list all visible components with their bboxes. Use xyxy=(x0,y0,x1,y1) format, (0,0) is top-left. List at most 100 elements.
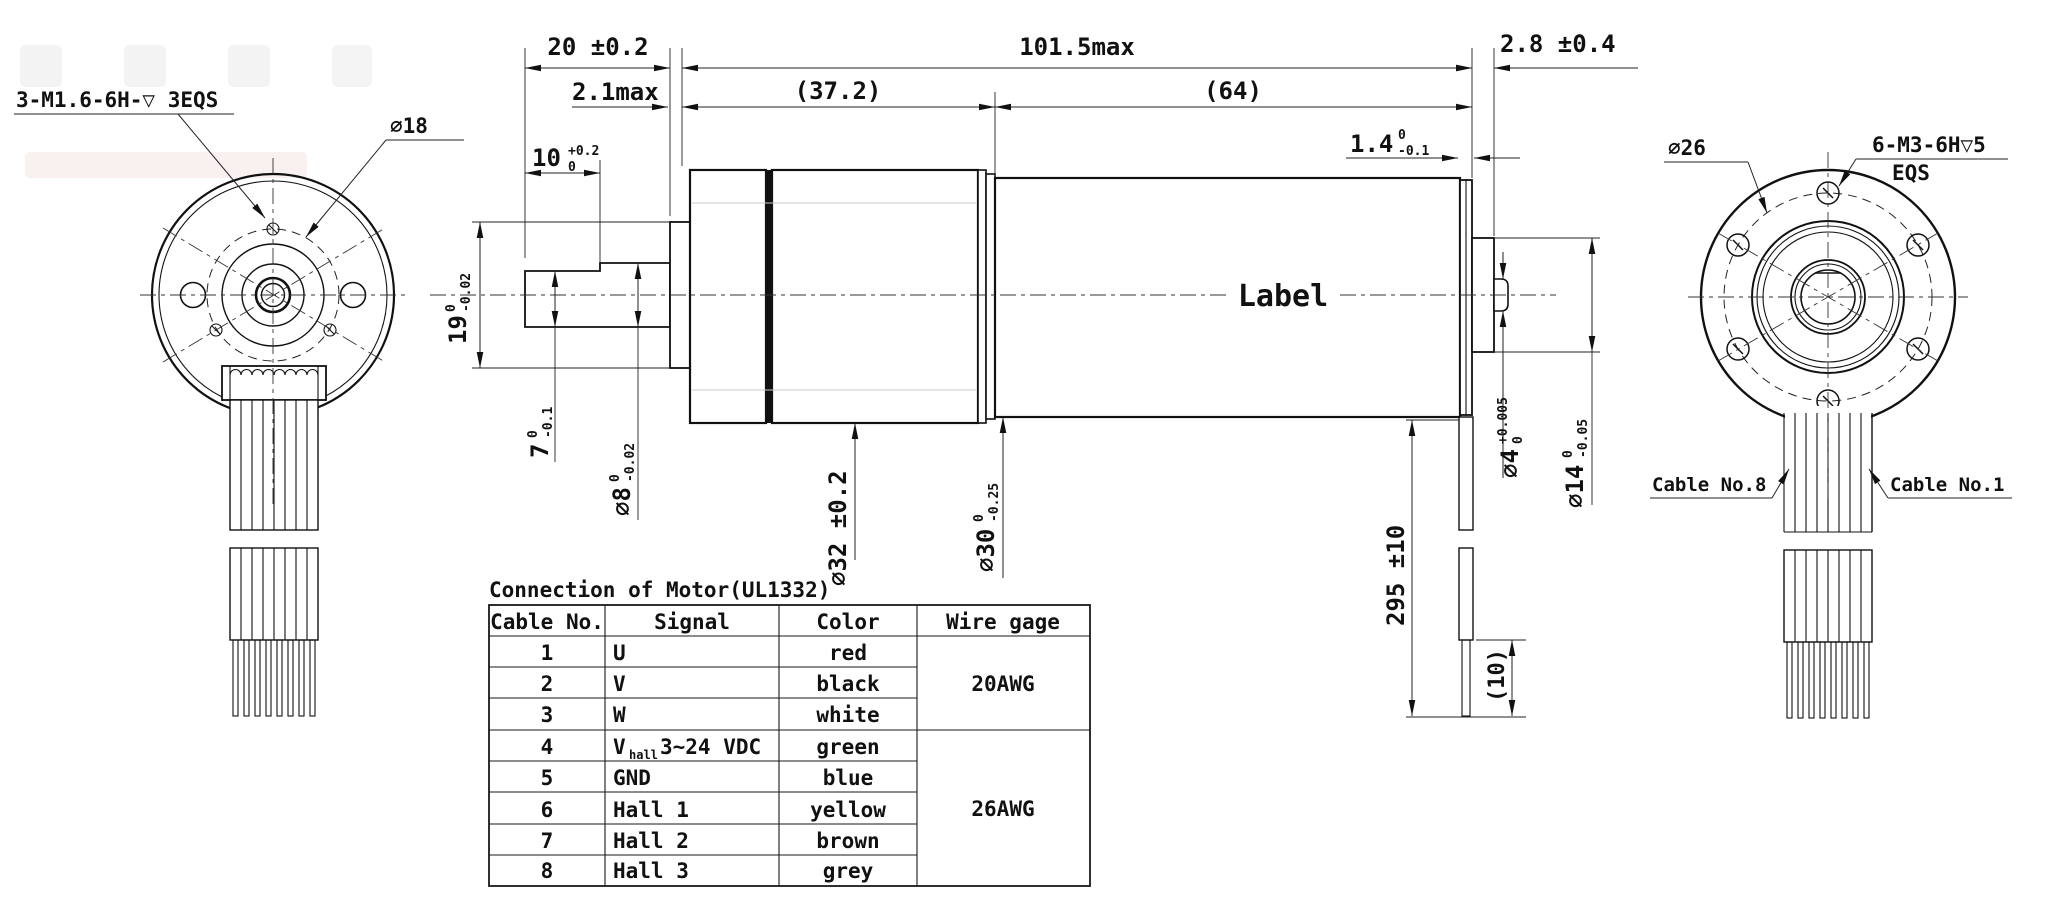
col-wire-gage: Wire gage xyxy=(946,610,1060,634)
svg-text:0: 0 xyxy=(1511,436,1526,444)
svg-text:-0.02: -0.02 xyxy=(459,273,474,312)
svg-text:black: black xyxy=(816,672,880,696)
vhall-sub: hall xyxy=(629,748,658,762)
svg-text:0: 0 xyxy=(1561,450,1576,458)
svg-text:4: 4 xyxy=(541,735,554,759)
svg-text:+0.005: +0.005 xyxy=(1496,397,1511,444)
vhall-main: V xyxy=(613,735,626,759)
svg-text:red: red xyxy=(829,641,867,665)
col-cable-no: Cable No. xyxy=(490,610,604,634)
dim-rear-boss-protrusion: 2.8 ±0.4 xyxy=(1500,30,1616,58)
svg-text:∅4: ∅4 xyxy=(1496,449,1524,478)
svg-text:(10): (10) xyxy=(1485,649,1510,702)
svg-text:0: 0 xyxy=(444,304,459,312)
dim-shaft-dia: ∅8 0 -0.02 xyxy=(608,443,638,516)
svg-text:1: 1 xyxy=(541,641,554,665)
thread-note-leader xyxy=(177,113,266,219)
svg-text:0: 0 xyxy=(972,514,987,522)
dim-motor-dia: ∅30 0 -0.25 xyxy=(972,483,1002,572)
svg-text:-0.05: -0.05 xyxy=(1576,419,1591,458)
svg-text:7: 7 xyxy=(526,444,554,458)
dim-motor-length: (64) xyxy=(1204,77,1262,105)
table-row: 5 GND blue xyxy=(541,766,874,790)
svg-text:∅14: ∅14 xyxy=(1561,465,1589,508)
table-row: 2 V black xyxy=(541,672,880,696)
dim-cable-length: 295 ±10 xyxy=(1382,525,1410,626)
gearbox-front-plate xyxy=(688,168,768,425)
dim-pilot-protrusion: 2.1max xyxy=(572,78,659,106)
bolt-circle-18 xyxy=(206,228,340,362)
table-title: Connection of Motor(UL1332) xyxy=(489,578,830,602)
dim-flat-length-tol-lower: 0 xyxy=(568,160,576,175)
dim-rear-cap: 1.4 xyxy=(1350,130,1393,158)
watermark xyxy=(20,45,372,178)
svg-text:7: 7 xyxy=(541,829,554,853)
svg-text:grey: grey xyxy=(823,859,874,883)
svg-text:Hall 3: Hall 3 xyxy=(613,859,689,883)
vhall-tail: 3~24 VDC xyxy=(660,735,761,759)
dim-rear-boss-dia: ∅14 0 -0.05 xyxy=(1561,419,1591,508)
svg-text:2: 2 xyxy=(541,672,554,696)
svg-text:blue: blue xyxy=(823,766,874,790)
svg-text:-0.1: -0.1 xyxy=(541,407,556,438)
dim-strip-length: (10) xyxy=(1485,649,1510,702)
svg-text:W: W xyxy=(613,703,626,727)
svg-text:0: 0 xyxy=(608,474,623,482)
right-end-view: ∅26 6-M3-6H▽5 EQS Cable No.8 Cable No.1 xyxy=(1650,133,2012,719)
col-color: Color xyxy=(816,610,879,634)
svg-text:yellow: yellow xyxy=(810,798,886,822)
svg-text:-0.02: -0.02 xyxy=(623,443,638,482)
right-centerlines xyxy=(1688,152,1968,500)
table-header-row: Cable No. Signal Color Wire gage xyxy=(490,610,1060,634)
cable-no8-label: Cable No.8 xyxy=(1652,474,1766,496)
table-row: 8 Hall 3 grey xyxy=(541,859,874,883)
left-bolt-circle-dia: ∅18 xyxy=(390,114,428,138)
svg-text:5: 5 xyxy=(541,766,554,790)
left-cable-bundle xyxy=(221,365,327,717)
svg-text:brown: brown xyxy=(816,829,879,853)
dim-flat-length-tol-upper: +0.2 xyxy=(568,144,599,159)
right-bolt-circle-dia: ∅26 xyxy=(1668,136,1706,160)
svg-text:6: 6 xyxy=(541,798,554,822)
dimensions: 20 ±0.2 101.5max 2.8 ±0.4 2.1max (37.2) … xyxy=(444,30,1638,718)
dim-rear-stub-dia: ∅4 +0.005 0 xyxy=(1496,397,1526,478)
left-thread-note: 3-M1.6-6H-▽ 3EQS xyxy=(16,88,218,112)
svg-text:3: 3 xyxy=(541,703,554,727)
right-thread-note: 6-M3-6H▽5 xyxy=(1872,133,1986,157)
dim-pilot-dia: 19 0 -0.02 xyxy=(444,273,474,344)
svg-text:0: 0 xyxy=(526,430,541,438)
svg-text:V: V xyxy=(613,672,626,696)
table-rows: 1 U red 2 V black 3 W white 4 V hall 3~2… xyxy=(541,641,1035,883)
svg-text:green: green xyxy=(816,735,879,759)
table-row: 1 U red xyxy=(541,641,867,665)
dim-rear-cap-tol-upper: 0 xyxy=(1398,128,1406,143)
dim-shaft-length: 20 ±0.2 xyxy=(547,33,648,61)
dim-rear-cap-tol-lower: -0.1 xyxy=(1398,144,1429,159)
table-row: 3 W white xyxy=(541,703,880,727)
svg-text:-0.25: -0.25 xyxy=(987,483,1002,522)
svg-text:∅8: ∅8 xyxy=(608,487,636,516)
gearbox-motor-joint xyxy=(977,169,987,424)
side-view: Label xyxy=(430,168,1556,717)
right-thread-note-eqs: EQS xyxy=(1892,161,1930,185)
svg-text:∅32 ±0.2: ∅32 ±0.2 xyxy=(824,470,852,586)
dim-gearbox-dia: ∅32 ±0.2 xyxy=(824,470,852,586)
table-row: 7 Hall 2 brown xyxy=(541,829,880,853)
svg-text:295 ±10: 295 ±10 xyxy=(1382,525,1410,626)
svg-text:U: U xyxy=(613,641,626,665)
svg-text:8: 8 xyxy=(541,859,554,883)
dim-shaft-flat: 7 0 -0.1 xyxy=(526,407,556,458)
svg-text:white: white xyxy=(816,703,879,727)
cable-no1-label: Cable No.1 xyxy=(1890,474,2004,496)
bolt-circle-leader xyxy=(305,139,387,238)
left-stripped-wires xyxy=(232,639,316,717)
wire-gage-26awg: 26AWG xyxy=(971,797,1034,821)
table-row: 6 Hall 1 yellow xyxy=(541,798,887,822)
svg-text:GND: GND xyxy=(613,766,651,790)
dim-overall-length: 101.5max xyxy=(1019,33,1135,61)
gearbox-body xyxy=(770,168,980,425)
right-stripped-wires xyxy=(1786,641,1870,719)
motor-label-text: Label xyxy=(1238,279,1328,314)
motor-body xyxy=(993,176,1462,419)
